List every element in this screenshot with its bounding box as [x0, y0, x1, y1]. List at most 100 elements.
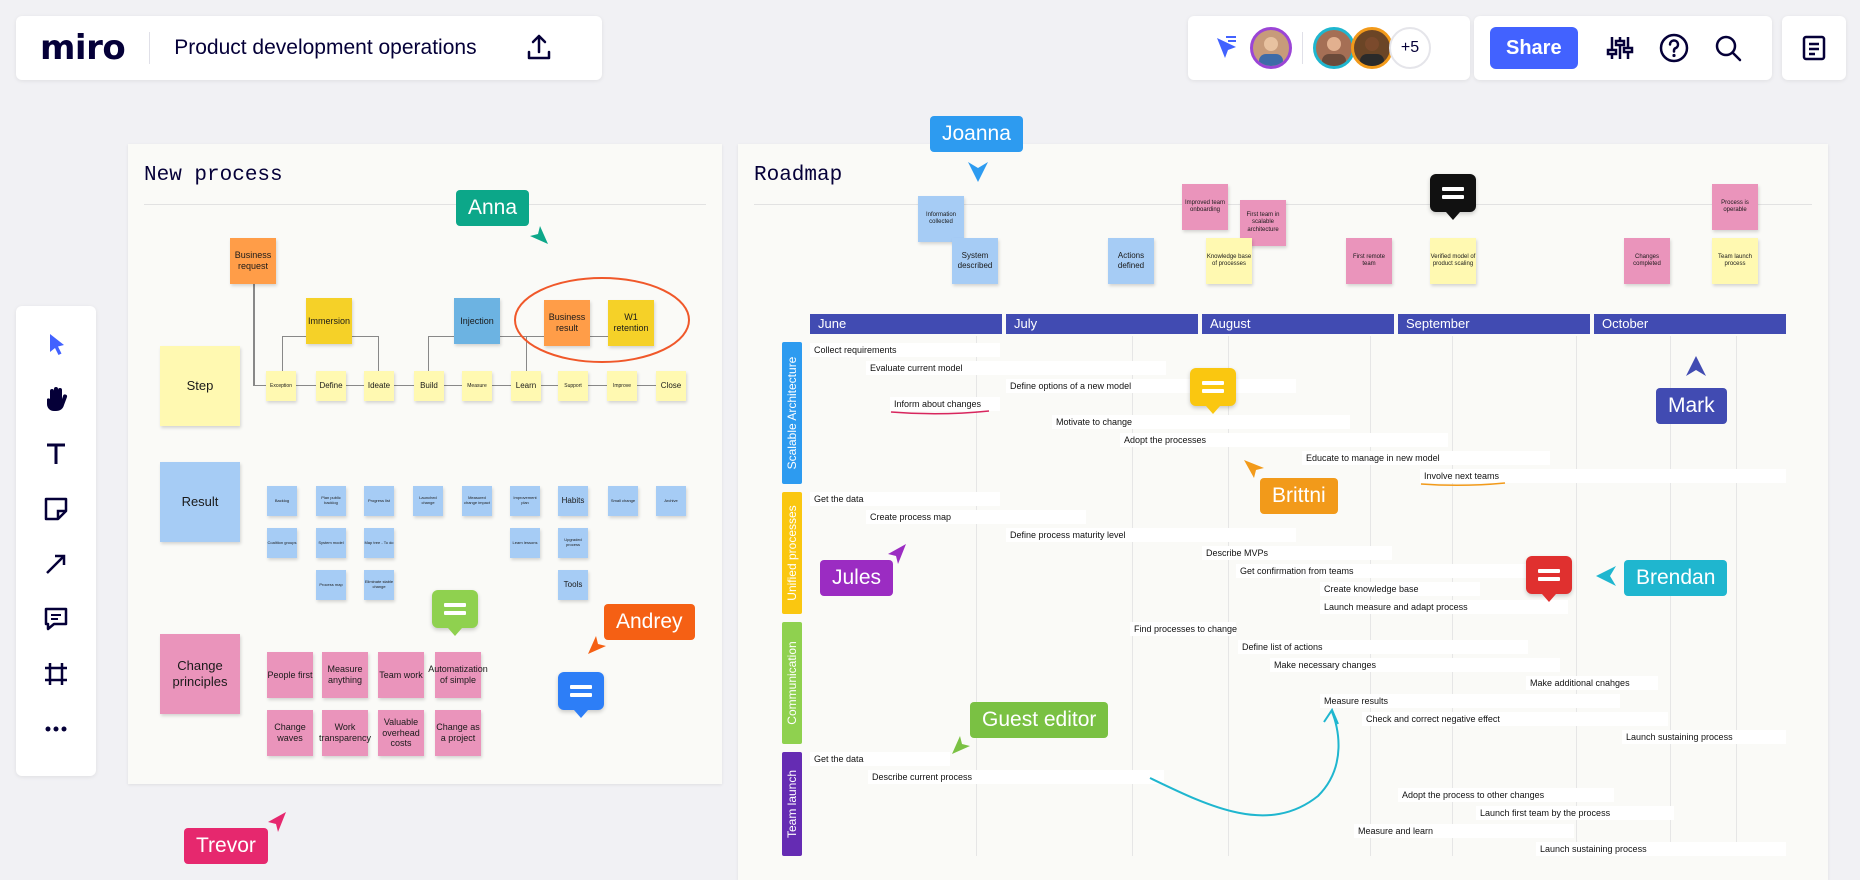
more-collaborators[interactable]: +5	[1389, 27, 1431, 69]
task-bar[interactable]: Define options of a new model	[1006, 379, 1296, 393]
task-bar[interactable]: Measure and learn	[1354, 824, 1574, 838]
avatar[interactable]	[1313, 27, 1355, 69]
task-bar[interactable]: Describe current process	[868, 770, 1164, 784]
result-sticky[interactable]: Upgraded process	[558, 528, 588, 558]
row-label-change-principles[interactable]: Change principles	[160, 634, 240, 714]
milestone-sticky[interactable]: First remote team	[1346, 238, 1392, 284]
task-bar[interactable]: Launch sustaining process	[1622, 730, 1786, 744]
principle-sticky[interactable]: Change waves	[267, 710, 313, 756]
milestone-sticky[interactable]: Information collected	[918, 196, 964, 242]
result-sticky[interactable]: Tools	[558, 570, 588, 600]
task-bar[interactable]: Make additional cnahges	[1526, 676, 1658, 690]
comment-bubble[interactable]	[1526, 556, 1572, 602]
result-sticky[interactable]: Learn lessons	[510, 528, 540, 558]
result-sticky[interactable]: Habits	[558, 486, 588, 516]
avatar[interactable]	[1250, 27, 1292, 69]
task-bar[interactable]: Get the data	[810, 752, 950, 766]
task-bar[interactable]: Create knowledge base	[1320, 582, 1480, 596]
task-bar[interactable]: Find processes to change	[1130, 622, 1237, 636]
task-bar[interactable]: Describe MVPs	[1202, 546, 1392, 560]
task-bar[interactable]: Measure results	[1320, 694, 1620, 708]
step-sticky[interactable]: Measure	[462, 371, 492, 401]
step-sticky[interactable]: Exception	[266, 371, 296, 401]
sticky-w1-retention[interactable]: W1 retention	[608, 300, 654, 346]
task-bar[interactable]: Get confirmation from teams	[1236, 564, 1536, 578]
milestone-sticky[interactable]: Changes completed	[1624, 238, 1670, 284]
result-sticky[interactable]: Measured change impact	[462, 486, 492, 516]
task-bar[interactable]: Collect requirements	[810, 343, 1000, 357]
board-title[interactable]: Product development operations	[174, 36, 477, 59]
principle-sticky[interactable]: Automatization of simple	[428, 652, 488, 698]
result-sticky[interactable]: Archive	[656, 486, 686, 516]
result-sticky[interactable]: Launched change	[413, 486, 443, 516]
task-bar[interactable]: Define list of actions	[1238, 640, 1528, 654]
settings-sliders-icon[interactable]	[1604, 32, 1636, 64]
step-sticky[interactable]: Ideate	[364, 371, 394, 401]
sticky-business-request[interactable]: Business request	[230, 238, 276, 284]
principle-sticky[interactable]: Measure anything	[322, 652, 368, 698]
miro-logo[interactable]: miro	[40, 28, 126, 68]
row-label-result[interactable]: Result	[160, 462, 240, 542]
comment-bubble[interactable]	[558, 672, 604, 718]
task-bar[interactable]: Adopt the processes	[1120, 433, 1448, 447]
result-sticky[interactable]: Backlog	[267, 486, 297, 516]
principle-sticky[interactable]: Valuable overhead costs	[378, 710, 424, 756]
principle-sticky[interactable]: Change as a project	[435, 710, 481, 756]
principle-sticky[interactable]: Work transparency	[319, 710, 371, 756]
step-sticky[interactable]: Close	[656, 371, 686, 401]
comment-bubble[interactable]	[432, 590, 478, 636]
follow-cursor-icon[interactable]	[1212, 34, 1240, 62]
task-bar[interactable]: Evaluate current model	[866, 361, 1166, 375]
share-button[interactable]: Share	[1490, 27, 1578, 69]
step-sticky[interactable]: Define	[316, 371, 346, 401]
task-bar[interactable]: Launch sustaining process	[1536, 842, 1786, 856]
comment-bubble[interactable]	[1190, 368, 1236, 414]
result-sticky[interactable]: Eliminate stable change	[364, 570, 394, 600]
result-sticky[interactable]: System model	[316, 528, 346, 558]
result-sticky[interactable]: Plan public backlog	[316, 486, 346, 516]
result-sticky[interactable]: Small change	[608, 486, 638, 516]
task-bar[interactable]: Define process maturity level	[1006, 528, 1296, 542]
milestone-sticky[interactable]: Team launch process	[1712, 238, 1758, 284]
result-sticky[interactable]: Process map	[316, 570, 346, 600]
task-bar[interactable]: Inform about changes	[890, 397, 1000, 411]
step-sticky[interactable]: Support	[558, 371, 588, 401]
result-sticky[interactable]: Coalition groups	[267, 528, 297, 558]
milestone-sticky[interactable]: Verified model of product scaling	[1430, 238, 1476, 284]
connector-tool[interactable]	[38, 546, 74, 582]
task-bar[interactable]: Adopt the process to other changes	[1398, 788, 1614, 802]
task-bar[interactable]: Educate to manage in new model	[1302, 451, 1550, 465]
help-icon[interactable]	[1658, 32, 1690, 64]
notes-icon[interactable]	[1800, 34, 1828, 62]
more-tools[interactable]	[38, 711, 74, 747]
upload-icon[interactable]	[523, 32, 555, 64]
frame-tool[interactable]	[38, 656, 74, 692]
step-sticky[interactable]: Improve	[607, 371, 637, 401]
search-icon[interactable]	[1712, 32, 1744, 64]
result-sticky[interactable]: Improvement plan	[510, 486, 540, 516]
milestone-sticky[interactable]: Actions defined	[1108, 238, 1154, 284]
comment-bubble[interactable]	[1430, 174, 1476, 220]
result-sticky[interactable]: Map tree - To do	[364, 528, 394, 558]
milestone-sticky[interactable]: Process is operable	[1712, 184, 1758, 230]
milestone-sticky[interactable]: Knowledge base of processes	[1206, 238, 1252, 284]
task-bar[interactable]: Check and correct negative effect	[1362, 712, 1668, 726]
task-bar[interactable]: Launch measure and adapt process	[1320, 600, 1568, 614]
row-label-step[interactable]: Step	[160, 346, 240, 426]
select-tool[interactable]	[38, 326, 74, 362]
task-bar[interactable]: Motivate to change	[1052, 415, 1350, 429]
milestone-sticky[interactable]: System described	[952, 238, 998, 284]
step-sticky[interactable]: Build	[414, 371, 444, 401]
sticky-immersion[interactable]: Immersion	[306, 298, 352, 344]
task-bar[interactable]: Get the data	[810, 492, 1000, 506]
hand-tool[interactable]	[38, 381, 74, 417]
sticky-injection[interactable]: Injection	[454, 298, 500, 344]
text-tool[interactable]	[38, 436, 74, 472]
avatar[interactable]	[1351, 27, 1393, 69]
step-sticky[interactable]: Learn	[511, 371, 541, 401]
milestone-sticky[interactable]: Improved team onboarding	[1182, 184, 1228, 230]
task-bar[interactable]: Create process map	[866, 510, 1086, 524]
sticky-note-tool[interactable]	[38, 491, 74, 527]
principle-sticky[interactable]: People first	[267, 652, 313, 698]
sticky-business-result[interactable]: Business result	[544, 300, 590, 346]
